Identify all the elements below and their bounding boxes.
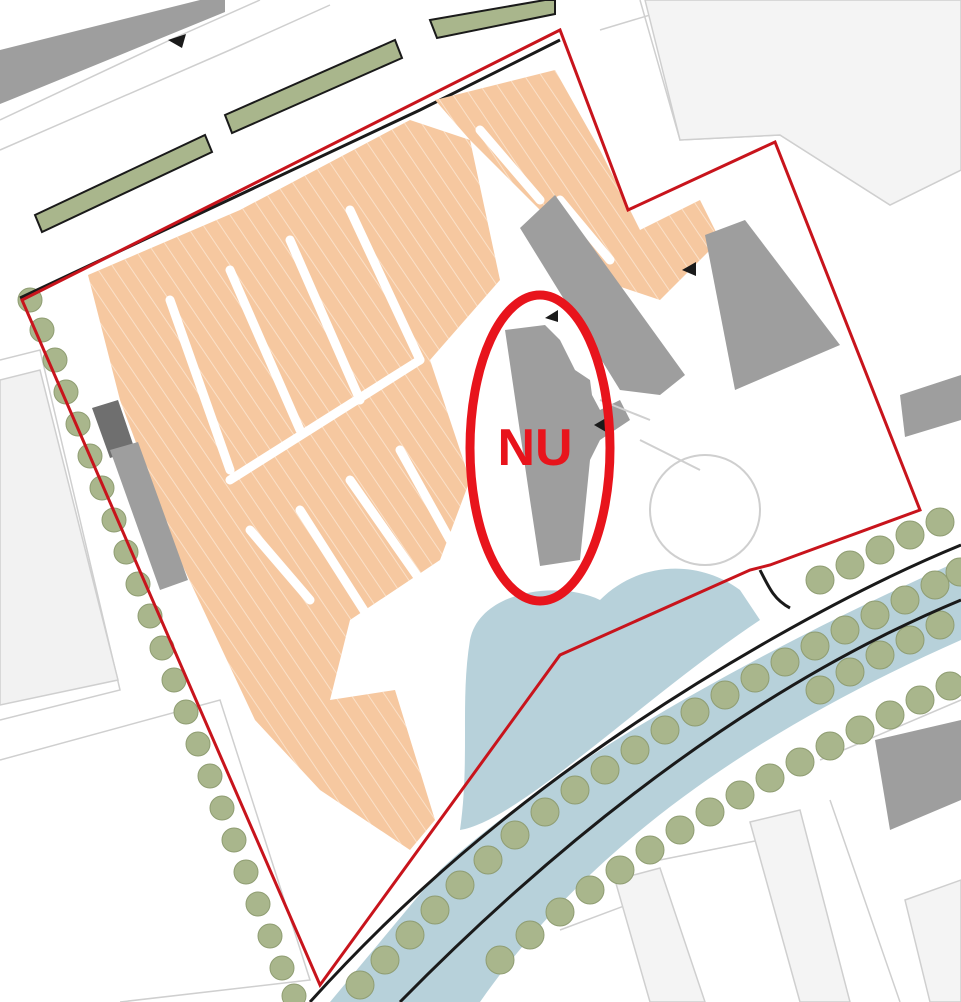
highlight-label: NU [497,419,572,477]
highlight-ellipse [465,290,615,606]
road-lines [19,38,961,1002]
tree-belt-canal [345,507,961,1000]
tree-belt-west [17,287,307,1002]
site-boundary [20,27,922,989]
entrance-markers [168,34,696,432]
site-buildings [92,195,840,590]
water [330,560,961,1002]
parking-area [88,70,720,850]
hedge-strips [33,0,556,234]
